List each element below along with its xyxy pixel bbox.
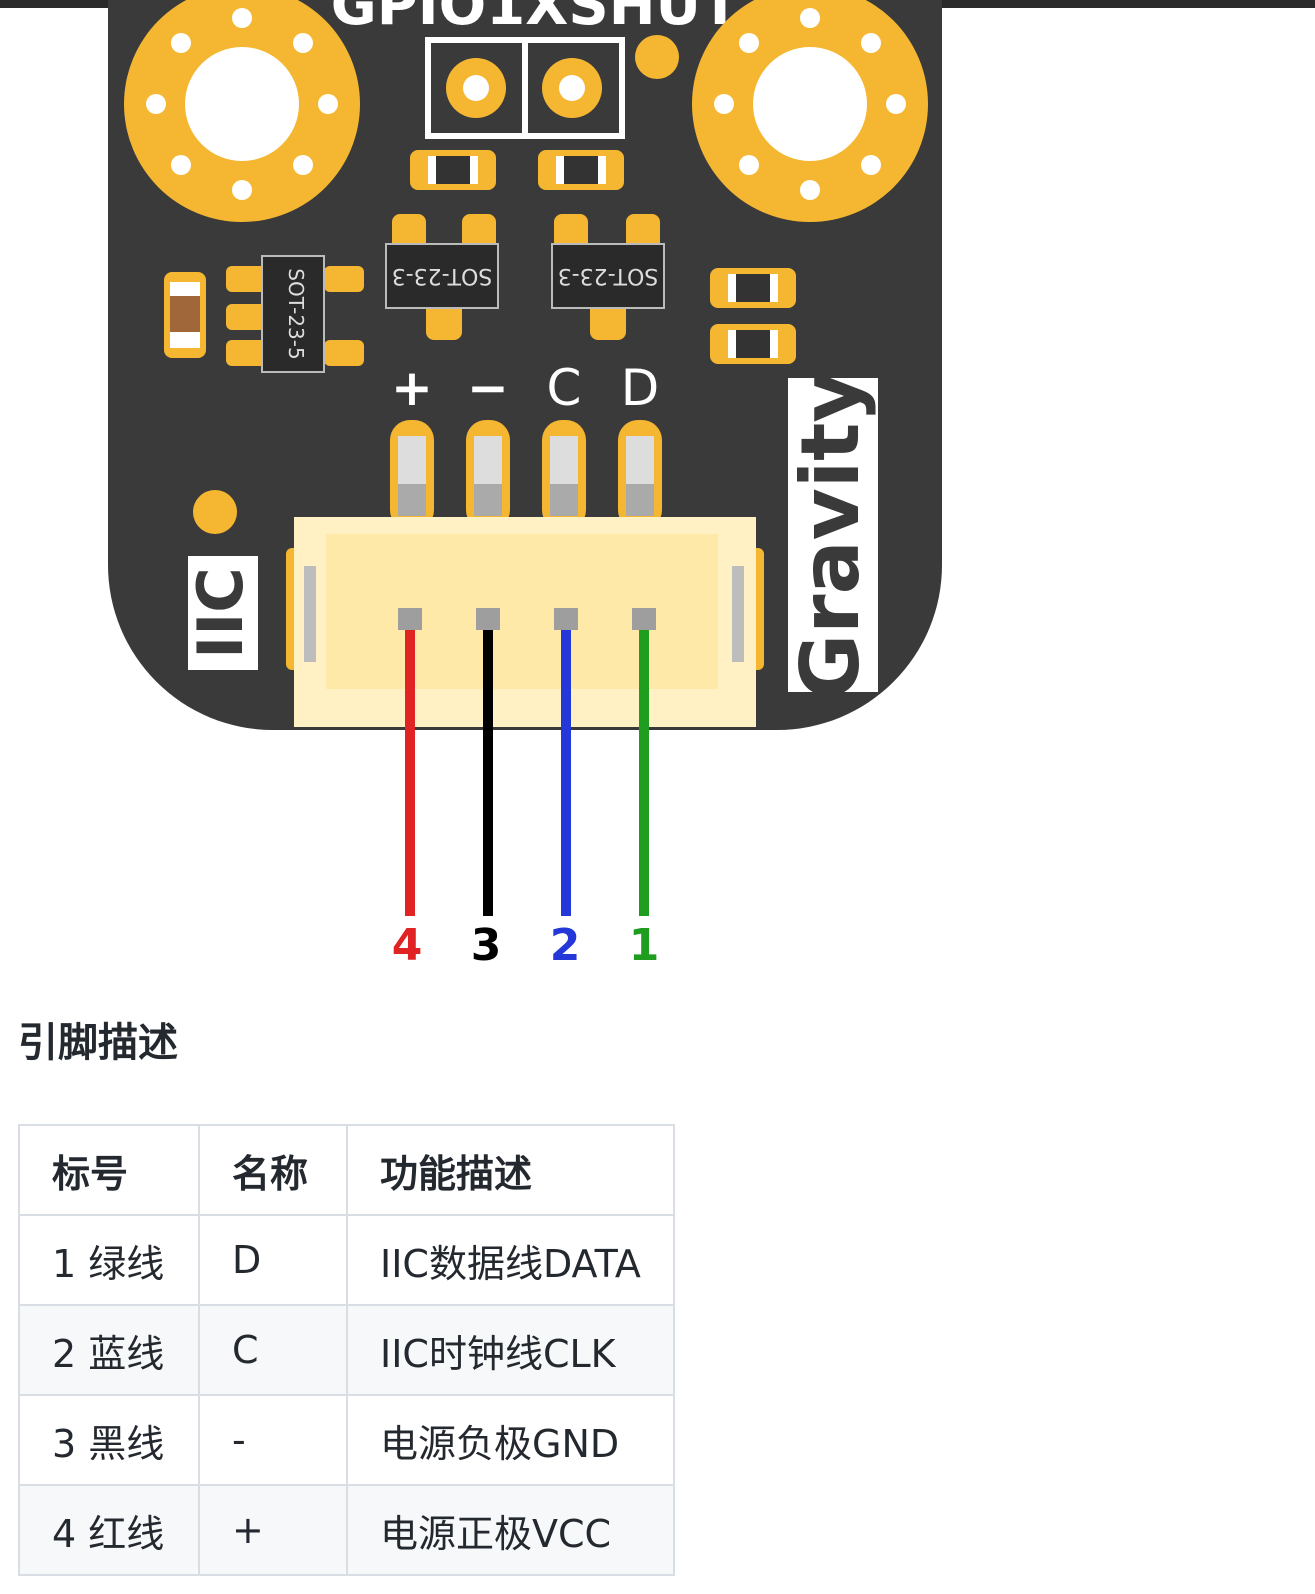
cell-desc: 电源正极VCC [346, 1484, 675, 1576]
wire-number-2: 2 [550, 920, 581, 971]
wire-number-1: 1 [629, 920, 660, 971]
cell-num: 1 绿线 [18, 1214, 200, 1306]
cell-name: + [198, 1484, 348, 1576]
connector-housing [286, 517, 764, 727]
wire-number-3: 3 [471, 920, 502, 971]
wires [398, 608, 656, 916]
header-num: 标号 [18, 1124, 200, 1216]
table-row: 1 绿线 D IIC数据线DATA [18, 1214, 675, 1306]
pin-pads [390, 420, 662, 530]
chip-sot23-3-right: SOT-23-3 [551, 214, 665, 340]
table-row: 4 红线 + 电源正极VCC [18, 1484, 675, 1576]
smd-resistors-right [710, 268, 796, 364]
header-name: 名称 [198, 1124, 348, 1216]
chip-sot23-5: SOT-23-5 [226, 255, 364, 373]
gravity-label-text: Gravity [784, 370, 877, 699]
table-row: 3 黑线 - 电源负极GND [18, 1394, 675, 1486]
cell-name: D [198, 1214, 348, 1306]
pin-table: 标号 名称 功能描述 1 绿线 D IIC数据线DATA 2 蓝线 C IIC时… [18, 1124, 675, 1576]
iic-label: IIC [184, 556, 258, 670]
chip-label: SOT-23-3 [558, 263, 659, 288]
pin-label-d: D [621, 359, 660, 417]
smd-resistors-top [410, 150, 624, 190]
cell-desc: IIC数据线DATA [346, 1214, 675, 1306]
chip-label: SOT-23-5 [284, 268, 308, 359]
test-pad [193, 490, 237, 534]
pin-label-plus: + [391, 359, 433, 417]
pin-labels: + − C D [391, 359, 659, 417]
cell-name: C [198, 1304, 348, 1396]
mounting-hole-right [692, 0, 928, 222]
wire-numbers: 4 3 2 1 [392, 920, 660, 971]
section-title: 引脚描述 [18, 1020, 178, 1066]
gravity-label: Gravity [784, 370, 878, 700]
table-header-row: 标号 名称 功能描述 [18, 1124, 675, 1216]
pin-label-c: C [547, 359, 582, 417]
capacitor-left [164, 272, 206, 358]
cell-num: 3 黑线 [18, 1394, 200, 1486]
cell-desc: 电源负极GND [346, 1394, 675, 1486]
pin-label-minus: − [467, 359, 509, 417]
cell-desc: IIC时钟线CLK [346, 1304, 675, 1396]
cell-name: - [198, 1394, 348, 1486]
iic-label-text: IIC [184, 567, 257, 659]
mounting-hole-left [124, 0, 360, 222]
cell-num: 4 红线 [18, 1484, 200, 1576]
top-silkscreen-label: GPIO1XSHUT [331, 0, 739, 38]
chip-sot23-3-left: SOT-23-3 [385, 214, 499, 340]
cell-num: 2 蓝线 [18, 1304, 200, 1396]
module-diagram: GPIO1XSHUT [108, 0, 942, 971]
board-svg: GPIO1XSHUT [108, 0, 942, 971]
wire-number-4: 4 [392, 920, 423, 971]
header-desc: 功能描述 [346, 1124, 675, 1216]
chip-label: SOT-23-3 [392, 263, 493, 288]
header-pins [425, 35, 679, 139]
table-row: 2 蓝线 C IIC时钟线CLK [18, 1304, 675, 1396]
